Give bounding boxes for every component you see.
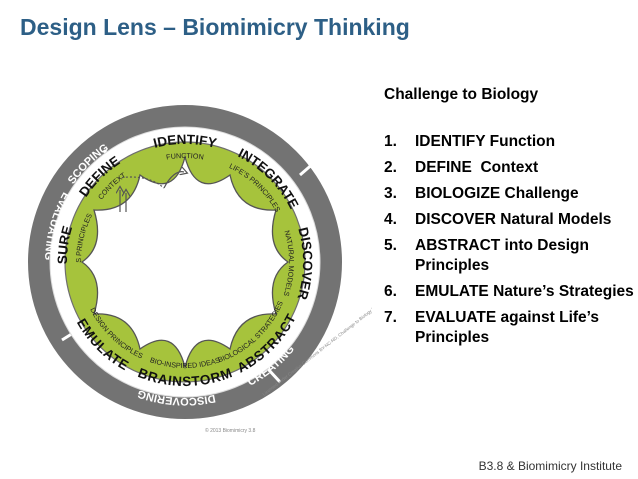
page-title: Design Lens – Biomimicry Thinking <box>20 14 410 40</box>
list-title: Challenge to Biology <box>384 86 539 103</box>
inner-petal-star <box>80 154 290 370</box>
list-item: 4. DISCOVER Natural Models <box>384 211 612 228</box>
outer-phase-ring <box>28 105 342 419</box>
diagram-copyright: © 2013 Biomimicry 3.8 <box>205 427 256 434</box>
list-item: 6. EMULATE Nature’s Strategies <box>384 283 634 300</box>
biomimicry-thinking-diagram: SCOPING DISCOVERING CREATING EVALUATING … <box>0 0 372 434</box>
stage-identify-sub: FUNCTION <box>165 151 204 162</box>
list-item: 7. EVALUATE against Life’s Principles <box>384 309 600 346</box>
list-item: 1. IDENTIFY Function <box>384 133 556 150</box>
steps-list: 1. IDENTIFY Function 2. DEFINE Context 3… <box>384 132 634 354</box>
stage-identify: IDENTIFY <box>152 132 218 151</box>
cycle-arrows <box>118 172 184 212</box>
footer-credit: B3.8 & Biomimicry Institute <box>478 459 622 473</box>
list-item: 3. BIOLOGIZE Challenge <box>384 185 579 202</box>
stage-discover: DISCOVER <box>294 226 315 302</box>
list-item: 5. ABSTRACT into Design Principles <box>384 237 589 274</box>
list-item: 2. DEFINE Context <box>384 159 539 176</box>
